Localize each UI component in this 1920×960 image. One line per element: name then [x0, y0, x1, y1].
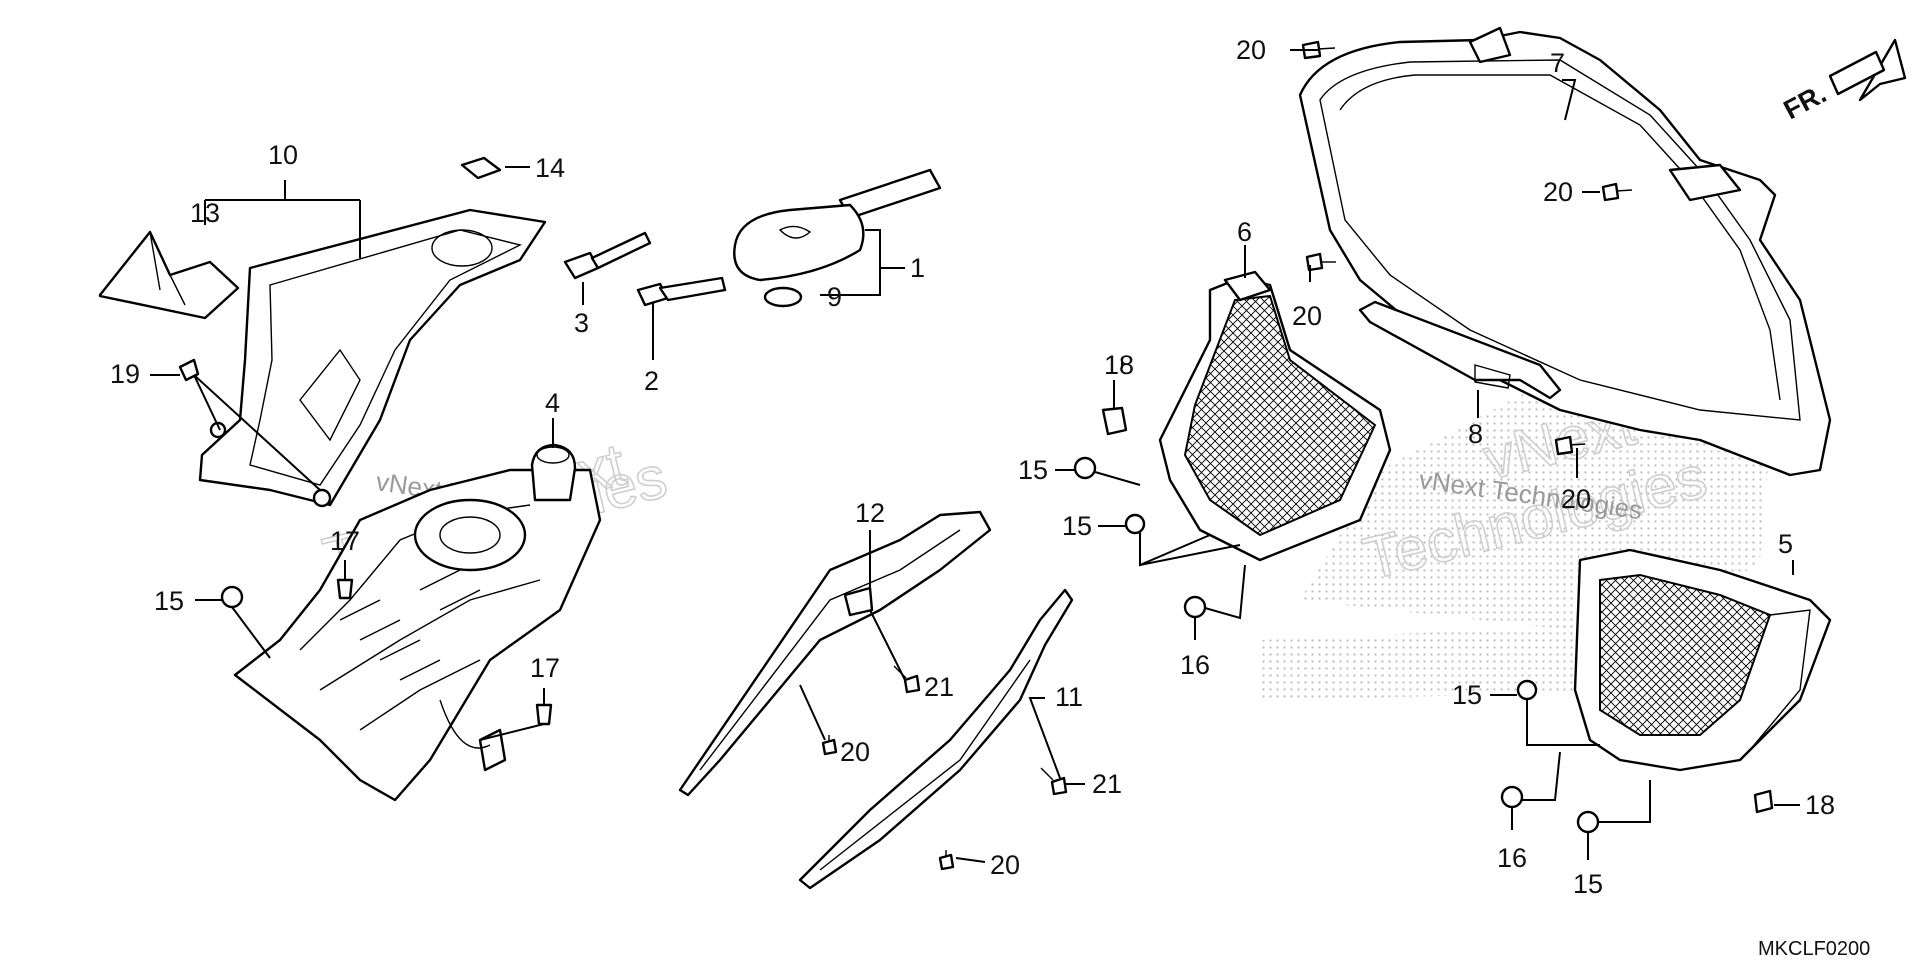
label-part-21-upper: 21: [924, 672, 954, 702]
part-7-meter-housing: [1298, 26, 1832, 477]
part-20-screws: [821, 40, 1633, 871]
part-12-trim: [678, 510, 992, 797]
front-direction-arrow: FR.: [1779, 38, 1907, 125]
part-15-grommet-left: [220, 585, 244, 609]
label-part-8: 8: [1468, 419, 1483, 449]
label-part-2: 2: [644, 366, 659, 396]
part-8-bracket: [1358, 300, 1562, 400]
part-1-key-fob: [733, 168, 942, 282]
part-9-battery: [763, 286, 803, 308]
part-17-screws: [336, 578, 553, 726]
label-part-17-upper: 17: [330, 526, 360, 556]
label-part-3: 3: [574, 308, 589, 338]
label-part-16-right: 16: [1497, 843, 1527, 873]
label-part-9: 9: [827, 282, 842, 312]
part-18-clips: [1101, 406, 1774, 814]
label-part-6: 6: [1237, 217, 1252, 247]
direction-label: FR.: [1779, 78, 1831, 125]
label-part-12: 12: [855, 498, 885, 528]
label-part-20-top: 20: [1236, 35, 1266, 65]
label-part-18-upper: 18: [1104, 350, 1134, 380]
label-part-1: 1: [910, 253, 925, 283]
label-part-18-lower: 18: [1805, 790, 1835, 820]
label-part-19: 19: [110, 359, 140, 389]
label-part-21-lower: 21: [1092, 769, 1122, 799]
part-16-grommets: [1183, 595, 1524, 809]
label-part-15-mid: 15: [1062, 511, 1092, 541]
label-part-20-lower-right: 20: [1561, 484, 1591, 514]
label-part-20-center: 20: [1292, 301, 1322, 331]
label-part-10: 10: [268, 140, 298, 170]
label-part-14: 14: [535, 153, 565, 183]
label-part-5: 5: [1778, 529, 1793, 559]
diagram-code: MKCLF0200: [1758, 938, 1870, 960]
part-11-trim: [798, 588, 1074, 890]
label-part-15-upper: 15: [1018, 455, 1048, 485]
part-14-pad: [460, 156, 502, 180]
label-part-20-right: 20: [1543, 177, 1573, 207]
part-19-clip: [178, 358, 200, 382]
part-labels: 10 13 14 3 2 1 9 19 4 17 15 17 12 11 21 …: [110, 35, 1835, 899]
part-2-key: [636, 276, 727, 307]
part-3-key: [563, 231, 652, 280]
label-part-20-mid: 20: [840, 737, 870, 767]
label-part-20-bottom: 20: [990, 850, 1020, 880]
label-part-17-lower: 17: [530, 653, 560, 683]
label-part-16-left: 16: [1180, 650, 1210, 680]
part-5-inner-cover: [1573, 548, 1832, 772]
part-6-inner-cover: [1158, 270, 1392, 562]
label-part-7: 7: [1550, 48, 1565, 78]
label-part-13: 13: [190, 198, 220, 228]
leader-lines: [150, 49, 1800, 863]
part-15-grommets: [1073, 456, 1600, 834]
part-13-bracket: [98, 230, 240, 320]
part-10-cover: [198, 208, 547, 508]
label-part-15-left: 15: [154, 586, 184, 616]
part-4-switch-unit: [233, 443, 602, 802]
label-part-11: 11: [1055, 682, 1083, 712]
label-part-15-bottom: 15: [1573, 869, 1603, 899]
label-part-15-right: 15: [1452, 680, 1482, 710]
label-part-4: 4: [545, 388, 560, 418]
